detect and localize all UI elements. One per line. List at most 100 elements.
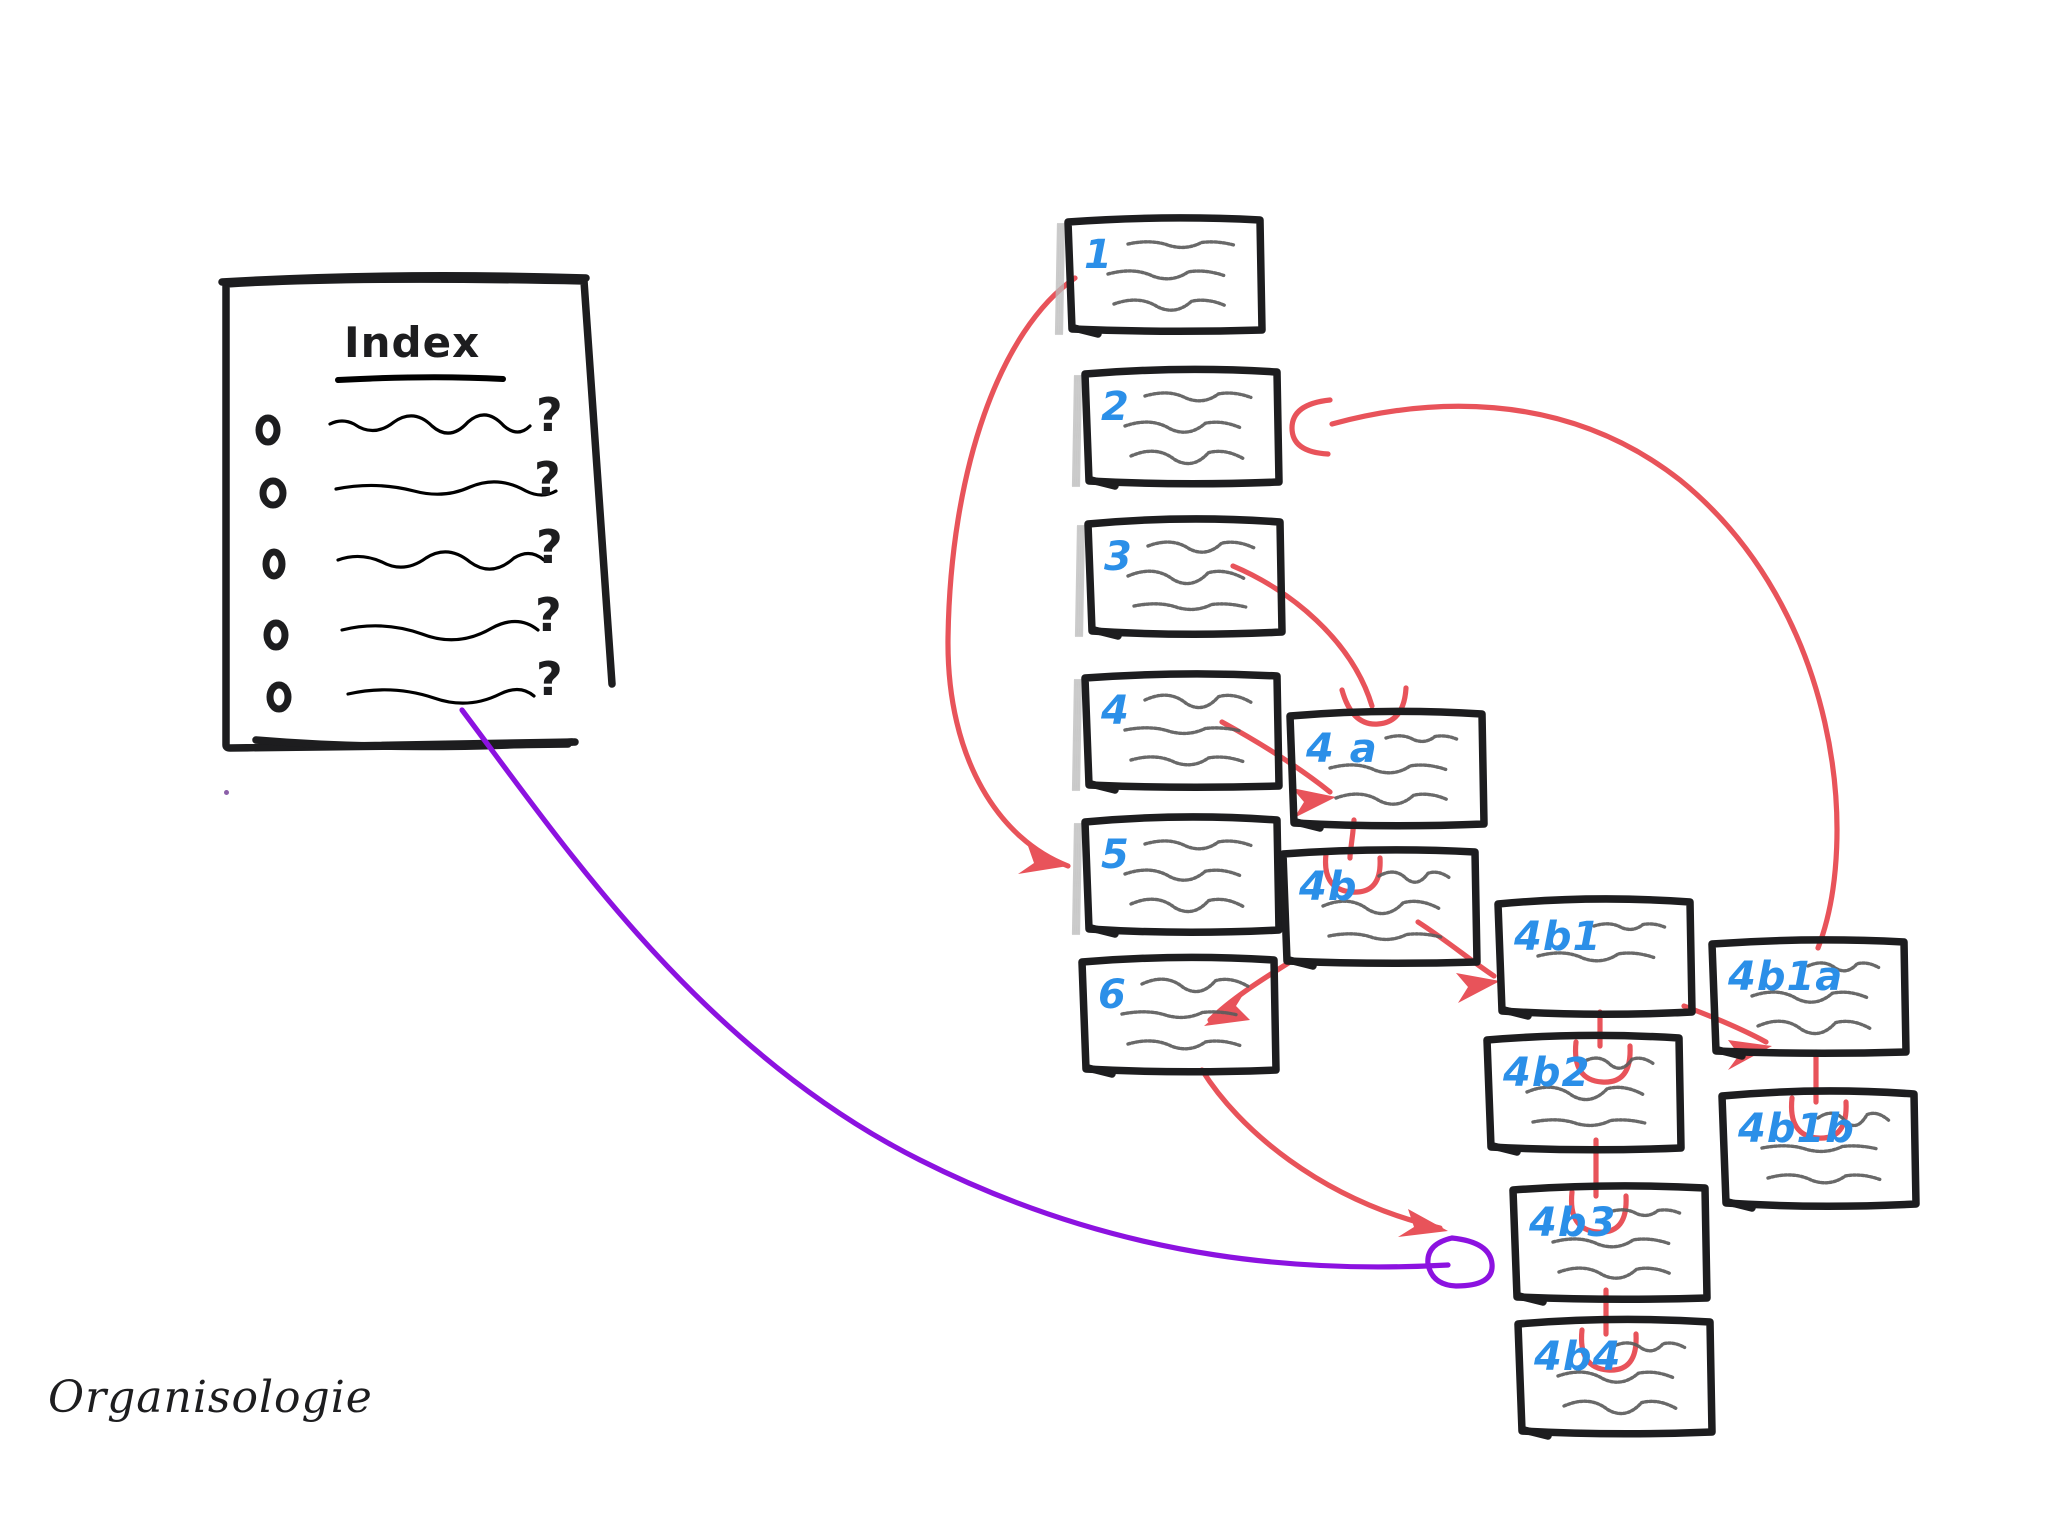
card-body-scribble [1123,420,1243,434]
index-title-underline [335,374,506,383]
index-question-mark: ? [536,520,563,574]
index-question-mark: ? [534,452,561,506]
index-card-bottom-edge [252,736,576,751]
card-body-scribble [1143,391,1253,403]
card-outline [1514,1315,1716,1438]
card-outline [1084,515,1286,639]
card-bottom-tick [1084,1064,1116,1078]
connector-index-to-4b3-head [1425,1235,1495,1289]
index-bullets [255,414,292,713]
card-outline [1509,1182,1711,1304]
card-body-scribble [1531,1118,1647,1128]
card-body-scribble [1327,932,1443,942]
note-card[interactable] [1286,707,1488,832]
note-card[interactable] [1483,1031,1685,1156]
card-label: 6 [1098,972,1127,1018]
card-body-scribble [1612,1341,1687,1353]
card-body-scribble [1766,1173,1882,1185]
note-card[interactable] [1071,670,1283,794]
connector-4b1a-to-2 [1329,403,1840,951]
index-title: Index [344,318,481,367]
card-label: 4b1a [1728,954,1844,1000]
card-body-scribble [1556,1370,1676,1384]
card-label: 4b3 [1529,1200,1617,1246]
card-body-scribble [1557,1266,1673,1280]
note-card[interactable] [1071,365,1283,490]
card-bottom-tick [1520,1426,1552,1440]
card-bottom-tick [1070,324,1102,338]
card-stack-edge [1074,524,1080,638]
card-stack-edge [1054,222,1060,336]
card-body-scribble [1750,990,1870,1004]
card-body-scribble [1129,449,1245,466]
card-stack-edge [1071,678,1077,792]
card-body-scribble [1562,1399,1678,1416]
card-body-scribble [1112,298,1228,312]
card-label: 2 [1101,384,1130,430]
connector-index-to-4b3 [459,707,1451,1270]
card-label: 5 [1101,832,1130,878]
card-body-scribble [1384,734,1459,744]
card-bottom-tick [1292,818,1324,832]
card-bottom-tick [1515,1292,1547,1306]
card-stack-edge [1060,222,1066,336]
card-stack-edge [1073,374,1079,488]
connector-4b-to-4b1-head [1456,973,1500,1003]
connector-6-to-4b3-head [1398,1209,1448,1237]
connector-4b-to-6-head [1204,990,1250,1026]
card-stack-edge [1075,822,1081,936]
signature-organisologie: Organisologie [48,1372,373,1423]
card-stack-edge [1077,822,1083,936]
card-body-scribble [1143,693,1253,710]
card-outline [1064,214,1266,336]
note-card[interactable] [1494,895,1696,1020]
index-card[interactable] [218,272,616,752]
index-card-top-edge [218,272,590,286]
card-stack-edge [1073,678,1079,792]
card-outline [1081,365,1283,488]
connector-5-to-1 [945,275,1078,869]
card-label: 3 [1104,534,1133,580]
note-card[interactable] [1071,813,1283,938]
card-body-scribble [1592,922,1667,932]
note-card[interactable] [1718,1087,1920,1212]
card-outline [1494,895,1696,1019]
card-body-scribble [1328,763,1448,775]
card-body-scribble [1129,897,1245,914]
card-body-scribble [1525,1085,1645,1102]
card-body-scribble [1123,726,1243,736]
card-stack-edge [1075,374,1081,488]
card-body-scribble [1321,899,1441,916]
connector-4b2-to-4b3-head [1568,1189,1629,1235]
card-outline [1483,1031,1685,1154]
card-body-scribble [1126,240,1236,250]
card-label: 4b1 [1514,914,1602,960]
card-bottom-tick [1714,1046,1746,1060]
note-card[interactable] [1509,1182,1711,1306]
note-card[interactable] [1078,953,1280,1078]
card-label: 4 a [1306,726,1378,772]
card-stack-edge [1058,222,1064,336]
card-label: 4b [1299,864,1358,910]
note-card[interactable] [1054,214,1266,338]
card-body-scribble [1129,755,1245,767]
card-label: 1 [1084,232,1113,278]
card-stack-edge [1077,678,1083,792]
note-card[interactable] [1279,846,1481,970]
card-body-scribble [1146,540,1256,554]
card-stack-edge [1056,222,1062,336]
card-outline [1718,1087,1920,1211]
card-bottom-tick [1489,1142,1521,1156]
card-bottom-tick [1285,956,1317,970]
card-body-scribble [1140,977,1250,994]
card-body-scribble [1120,1010,1240,1020]
card-bottom-tick [1087,924,1119,938]
card-stack-edge [1078,524,1084,638]
card-body-scribble [1760,1144,1880,1154]
note-card[interactable] [1514,1315,1716,1440]
card-bottom-tick [1500,1006,1532,1020]
card-body-scribble [1334,792,1450,806]
note-card[interactable] [1074,515,1286,640]
note-card[interactable] [1708,936,1910,1060]
